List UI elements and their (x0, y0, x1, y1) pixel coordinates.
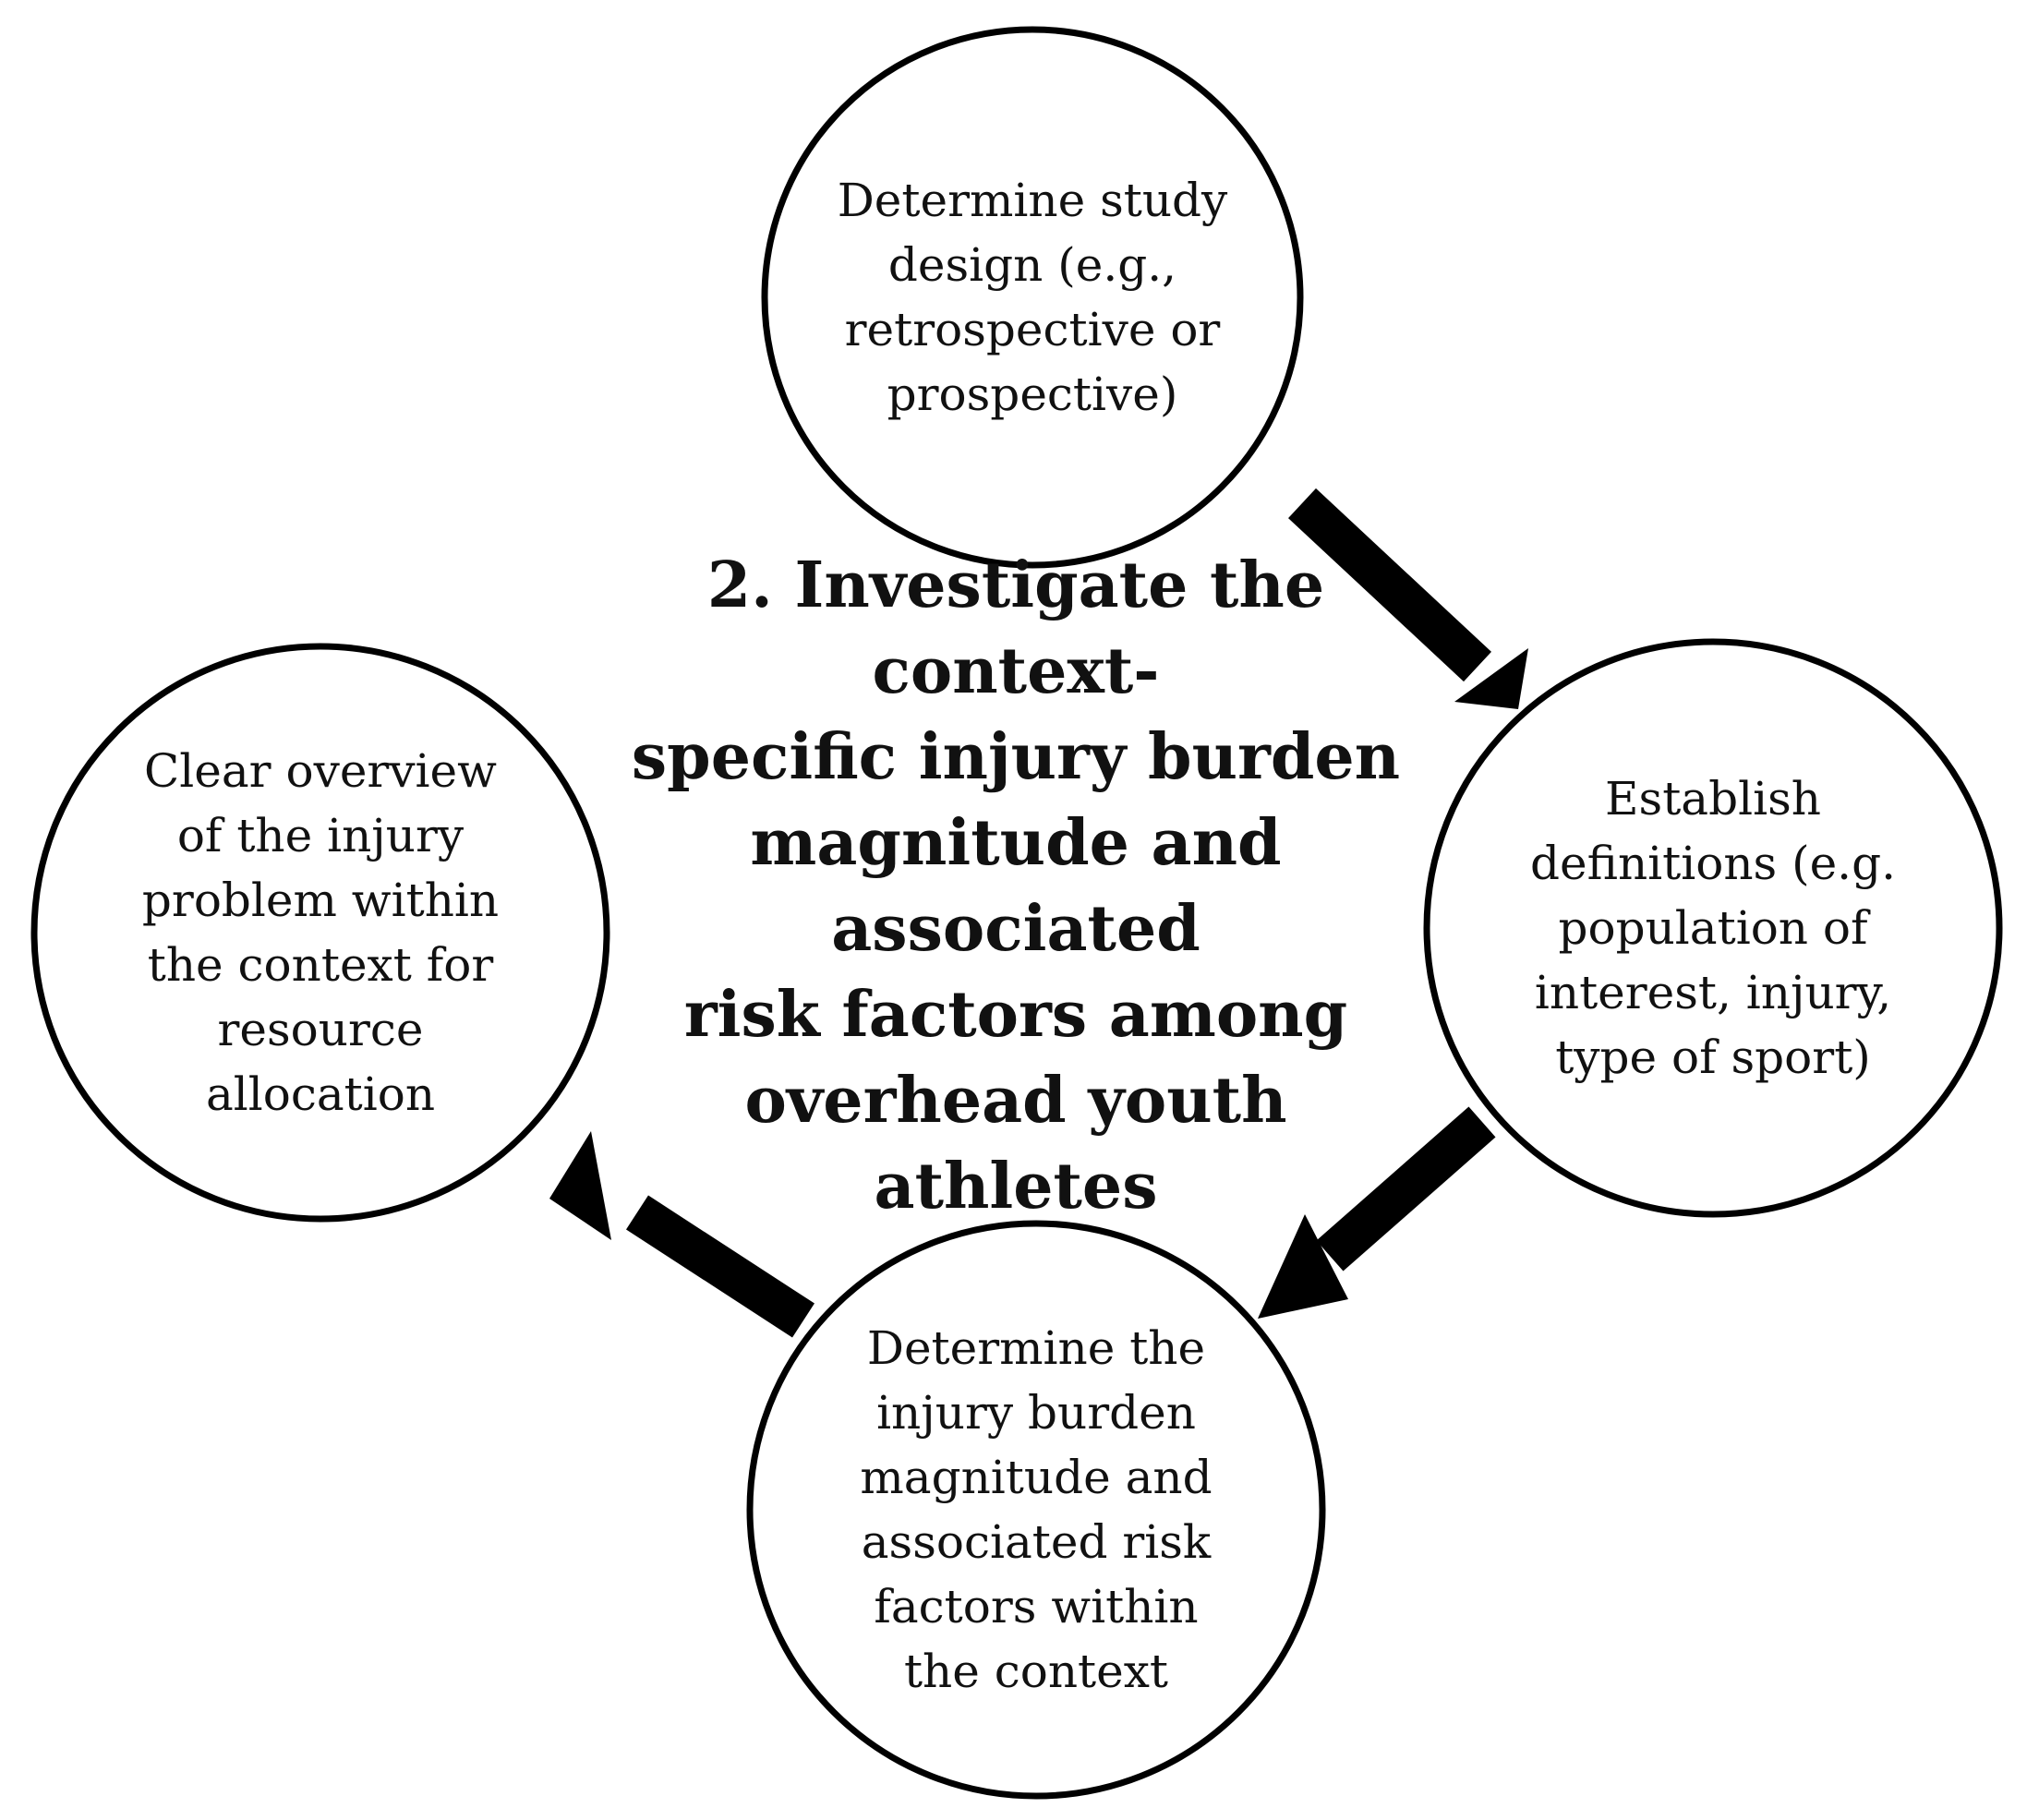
circle-definitions (1423, 638, 2003, 1218)
node-burden: Determine the injury burden magnitude an… (814, 1311, 1258, 1708)
center-title-text: 2. Investigate the context- specific inj… (631, 548, 1401, 1223)
node-definitions: Establish definitions (e.g. population o… (1491, 729, 1935, 1127)
node-study-design: Determine study design (e.g., retrospect… (811, 99, 1254, 496)
circle-overview (30, 643, 610, 1223)
node-study-design-label: Determine study design (e.g., retrospect… (837, 174, 1228, 421)
circle-burden (746, 1220, 1326, 1800)
node-overview: Clear overview of the injury problem wit… (99, 734, 542, 1131)
arrow-study-to-definitions (1288, 488, 1528, 709)
center-title: 2. Investigate the context- specific inj… (609, 548, 1422, 1223)
node-burden-label: Determine the injury burden magnitude an… (860, 1321, 1213, 1698)
arrow-burden-to-overview (549, 1131, 814, 1338)
arrow-definitions-to-burden (1258, 1106, 1496, 1319)
node-overview-label: Clear overview of the injury problem wit… (141, 744, 500, 1121)
node-definitions-label: Establish definitions (e.g. population o… (1530, 772, 1896, 1084)
circle-study-design (761, 26, 1304, 569)
